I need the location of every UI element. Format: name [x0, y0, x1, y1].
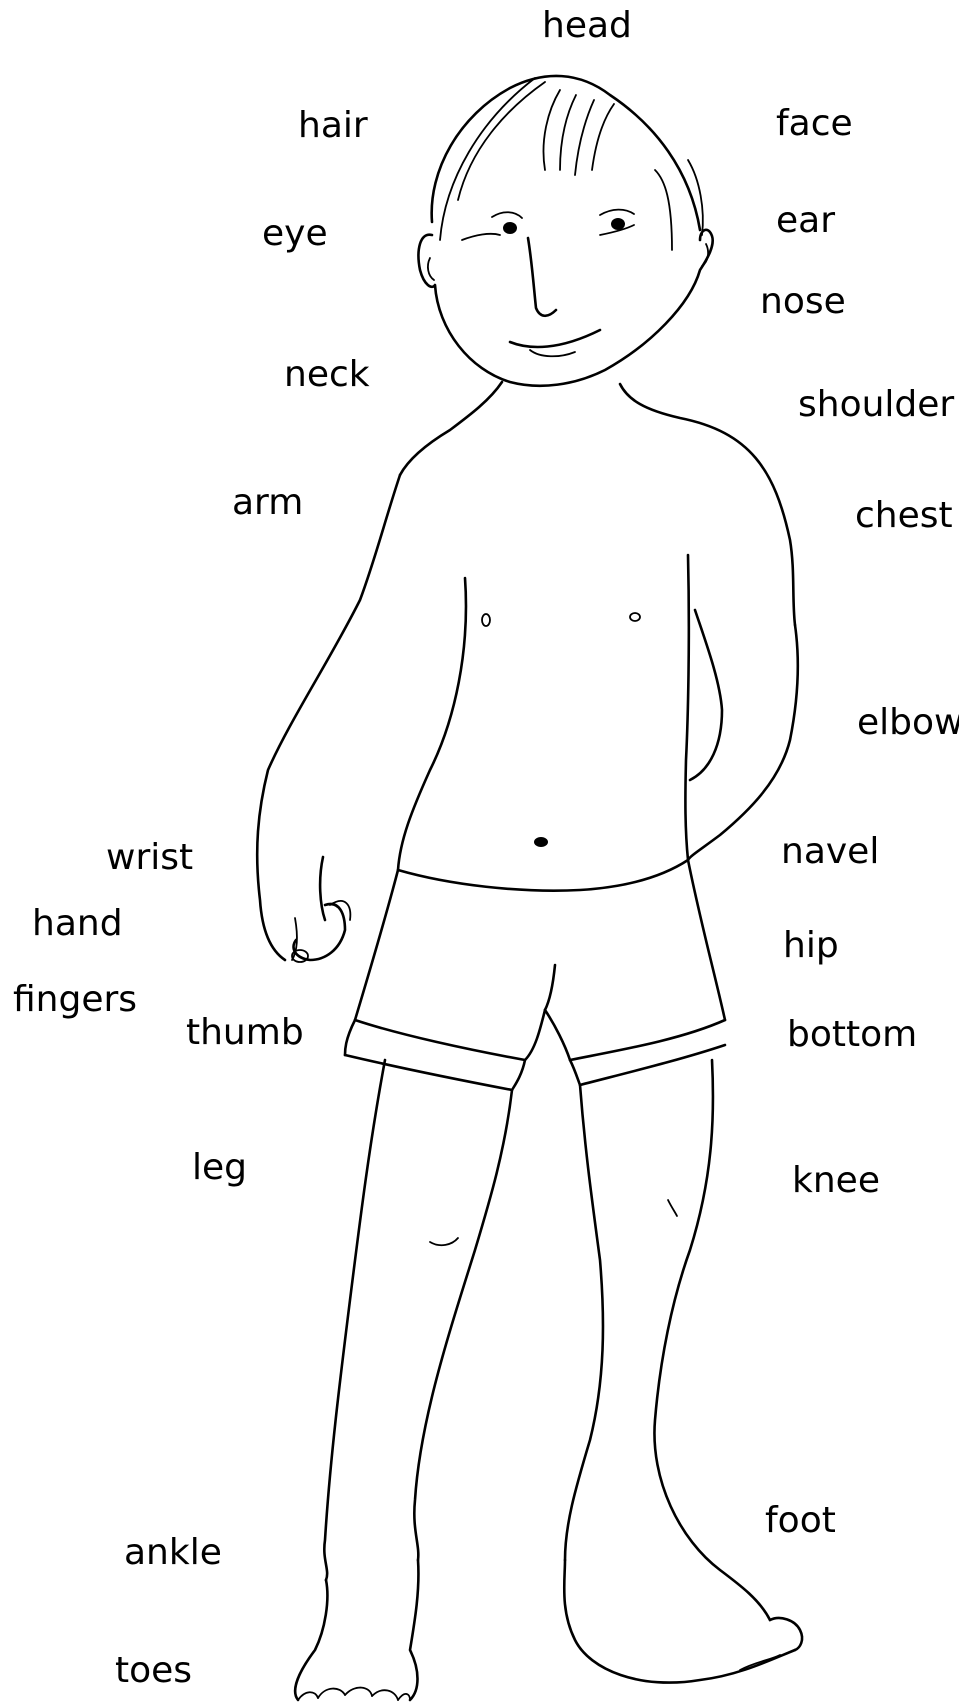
label-ankle: ankle: [124, 1535, 222, 1571]
label-head: head: [542, 8, 632, 44]
label-toes: toes: [115, 1653, 192, 1689]
label-bottom: bottom: [787, 1017, 917, 1053]
label-face: face: [776, 106, 853, 142]
label-navel: navel: [781, 834, 879, 870]
label-knee: knee: [792, 1163, 880, 1199]
label-neck: neck: [284, 357, 370, 393]
torso-drawing: [257, 382, 798, 962]
label-ear: ear: [776, 203, 835, 239]
label-fingers: fingers: [13, 982, 137, 1018]
label-hip: hip: [783, 928, 839, 964]
legs-drawing: [295, 1060, 802, 1700]
label-leg: leg: [192, 1150, 247, 1186]
shorts-drawing: [345, 860, 725, 1090]
label-arm: arm: [232, 485, 303, 521]
label-chest: chest: [855, 498, 953, 534]
label-foot: foot: [765, 1503, 836, 1539]
label-hair: hair: [298, 108, 368, 144]
head-drawing: [419, 76, 713, 386]
label-eye: eye: [262, 216, 328, 252]
label-thumb: thumb: [186, 1015, 304, 1051]
label-shoulder: shoulder: [798, 387, 954, 423]
label-wrist: wrist: [106, 840, 193, 876]
label-nose: nose: [760, 284, 846, 320]
label-hand: hand: [32, 906, 123, 942]
label-elbow: elbow: [857, 705, 959, 741]
